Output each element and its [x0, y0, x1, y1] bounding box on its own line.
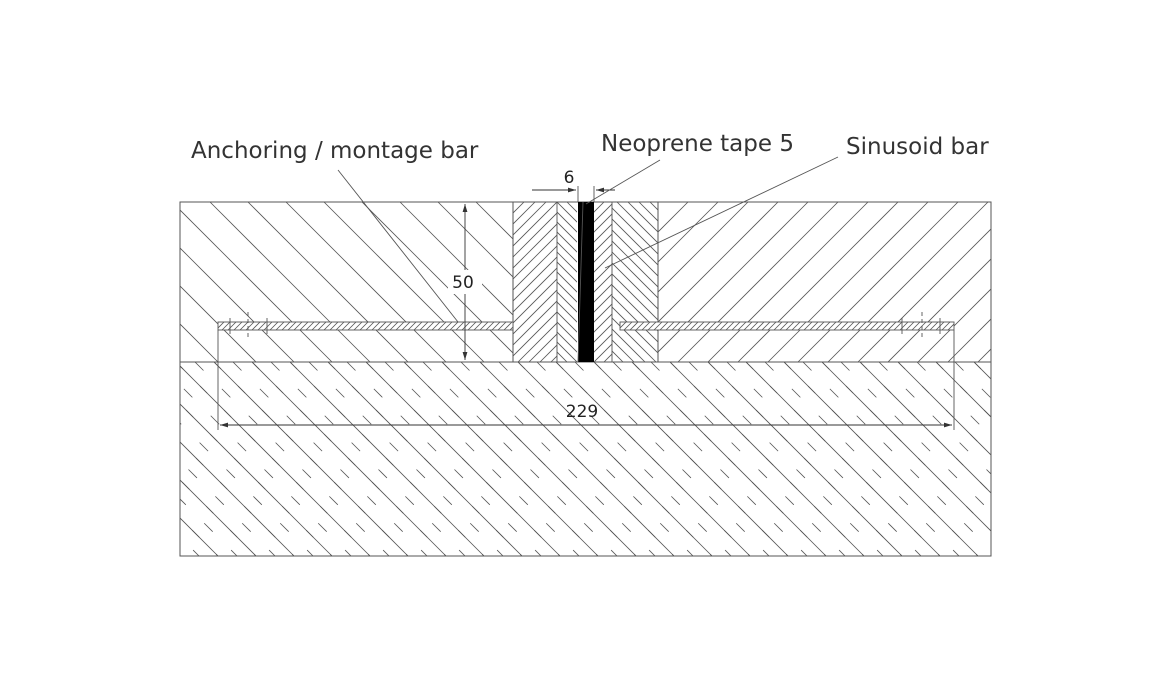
- anchoring-bar-label: Anchoring / montage bar: [191, 138, 479, 164]
- sinusoid-bar-left-hatch: [557, 202, 577, 362]
- upper-right-screed-hatch: [658, 202, 991, 362]
- sinusoid-bar-leader: [604, 156, 839, 269]
- sinusoid-bar-label: Sinusoid bar: [846, 134, 989, 160]
- width-dimension: [217, 330, 955, 430]
- width-dimension-value: 229: [566, 402, 598, 422]
- neoprene-tape-leader: [585, 159, 661, 205]
- concrete-base-hatch: [180, 362, 991, 556]
- left-profile-hatch: [513, 202, 557, 362]
- gap-dimension-value: 6: [564, 168, 575, 188]
- anchoring-bar-leader: [337, 169, 459, 323]
- anchoring-bar-right: [619, 321, 955, 331]
- upper-left-screed-hatch: [180, 202, 513, 362]
- neoprene-tape-label: Neoprene tape 5: [601, 131, 794, 157]
- height-dimension-value: 50: [452, 273, 474, 293]
- anchoring-bar-left: [217, 321, 514, 331]
- sinusoid-bar-right-hatch: [594, 202, 612, 362]
- right-profile-hatch: [612, 202, 658, 362]
- anchor-markers: [229, 312, 941, 340]
